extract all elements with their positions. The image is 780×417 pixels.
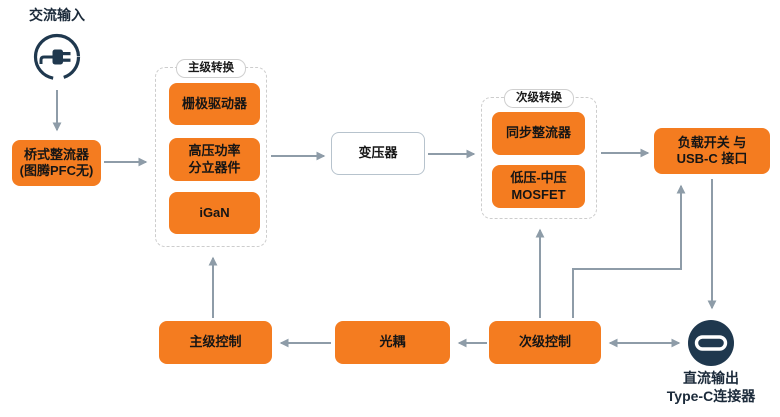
ac-plug-icon bbox=[31, 31, 83, 83]
lv-mosfet-node: 低压-中压 MOSFET bbox=[492, 165, 585, 208]
igan-node: iGaN bbox=[169, 192, 260, 234]
optocoupler-node: 光耦 bbox=[335, 321, 450, 364]
gate-driver-node: 栅极驱动器 bbox=[169, 83, 260, 125]
secondary-stage-title: 次级转换 bbox=[504, 89, 574, 108]
sync-rectifier-node: 同步整流器 bbox=[492, 112, 585, 155]
hv-power-discretes-node: 高压功率 分立器件 bbox=[169, 138, 260, 181]
transformer-node: 变压器 bbox=[331, 132, 425, 175]
dc-output-label: 直流输出 Type-C连接器 bbox=[666, 370, 756, 405]
ac-input-label: 交流输入 bbox=[29, 7, 85, 23]
primary-stage-title: 主级转换 bbox=[176, 59, 246, 78]
load-switch-node: 负载开关 与 USB-C 接口 bbox=[654, 128, 770, 174]
bridge-rectifier-node: 桥式整流器 (图腾PFC无) bbox=[12, 140, 101, 186]
primary-control-node: 主级控制 bbox=[159, 321, 272, 364]
usb-c-connector-icon bbox=[687, 319, 735, 367]
secondary-control-node: 次级控制 bbox=[489, 321, 601, 364]
